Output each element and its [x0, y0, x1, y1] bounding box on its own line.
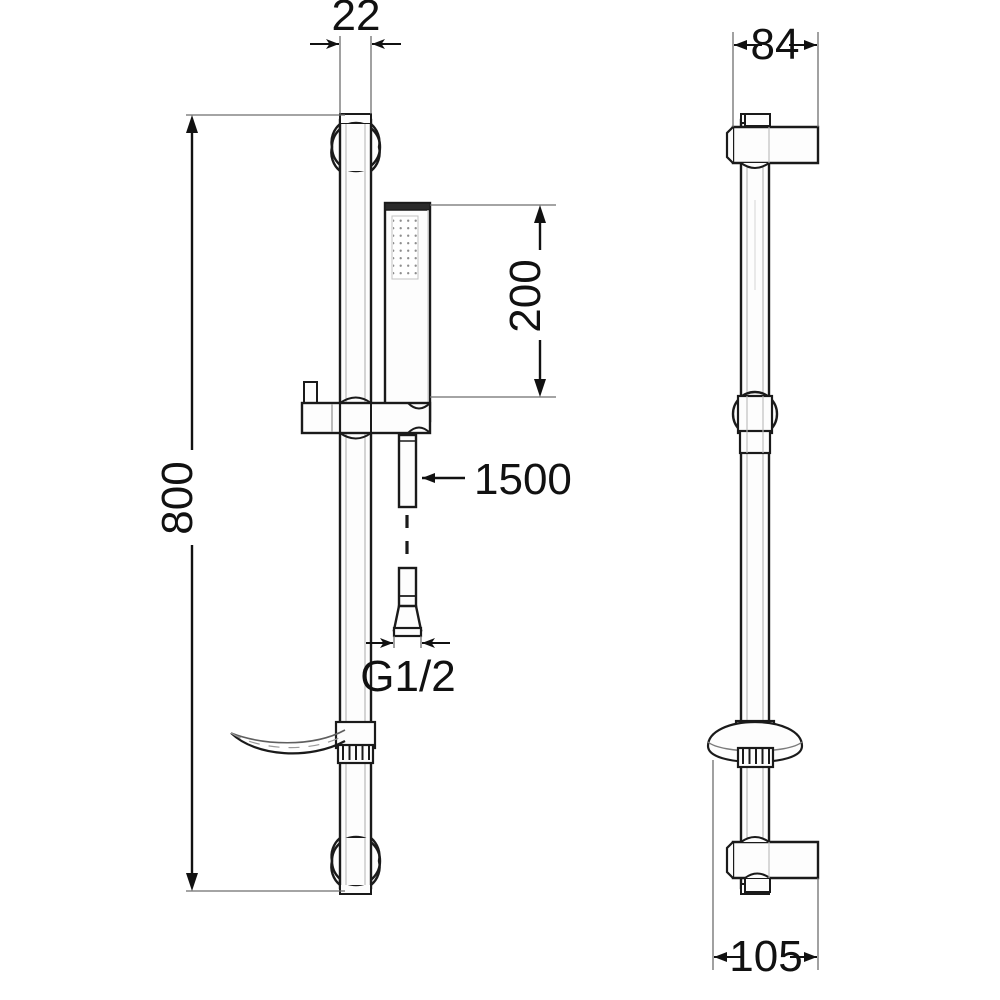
- flexible-shower-hose: [392, 433, 423, 638]
- rail-height-value: 800: [153, 461, 202, 534]
- top-wall-bracket-side: [725, 113, 820, 169]
- top-bracket-depth-dimension: 84: [732, 20, 819, 127]
- hose-length-value: 1500: [474, 455, 572, 504]
- hose-length-callout: 1500: [422, 455, 572, 504]
- handshower-length-dimension: 200: [430, 204, 556, 398]
- bottom-bracket-depth-dimension: 105: [712, 760, 819, 981]
- hose-connection-nut: [392, 604, 423, 638]
- hose-thread-dimension: G1/2: [360, 636, 456, 701]
- slide-rail: [338, 113, 373, 895]
- front-view: 22 800 200 1500: [153, 0, 572, 895]
- hand-shower-head: [383, 201, 432, 428]
- handshower-length-value: 200: [501, 259, 550, 332]
- side-view: 84 105: [706, 20, 820, 981]
- slider-ring-side: [731, 390, 779, 455]
- slide-rail-side: [739, 113, 771, 895]
- hose-thread-value: G1/2: [360, 652, 455, 701]
- top-wall-bracket: [330, 121, 382, 173]
- top-bracket-depth-value: 84: [751, 20, 800, 69]
- rail-height-dimension: 800: [153, 114, 345, 892]
- soap-dish-tray: [230, 720, 377, 765]
- bottom-bracket-depth-value: 105: [729, 932, 802, 981]
- shower-face-plate: [391, 215, 419, 280]
- bottom-wall-bracket: [330, 835, 382, 887]
- rail-width-value: 22: [332, 0, 381, 40]
- rail-width-dimension: 22: [310, 0, 401, 114]
- bottom-wall-bracket-side: [725, 836, 820, 893]
- soap-dish-tray-side: [706, 719, 804, 769]
- sliding-holder-bracket: [300, 381, 432, 440]
